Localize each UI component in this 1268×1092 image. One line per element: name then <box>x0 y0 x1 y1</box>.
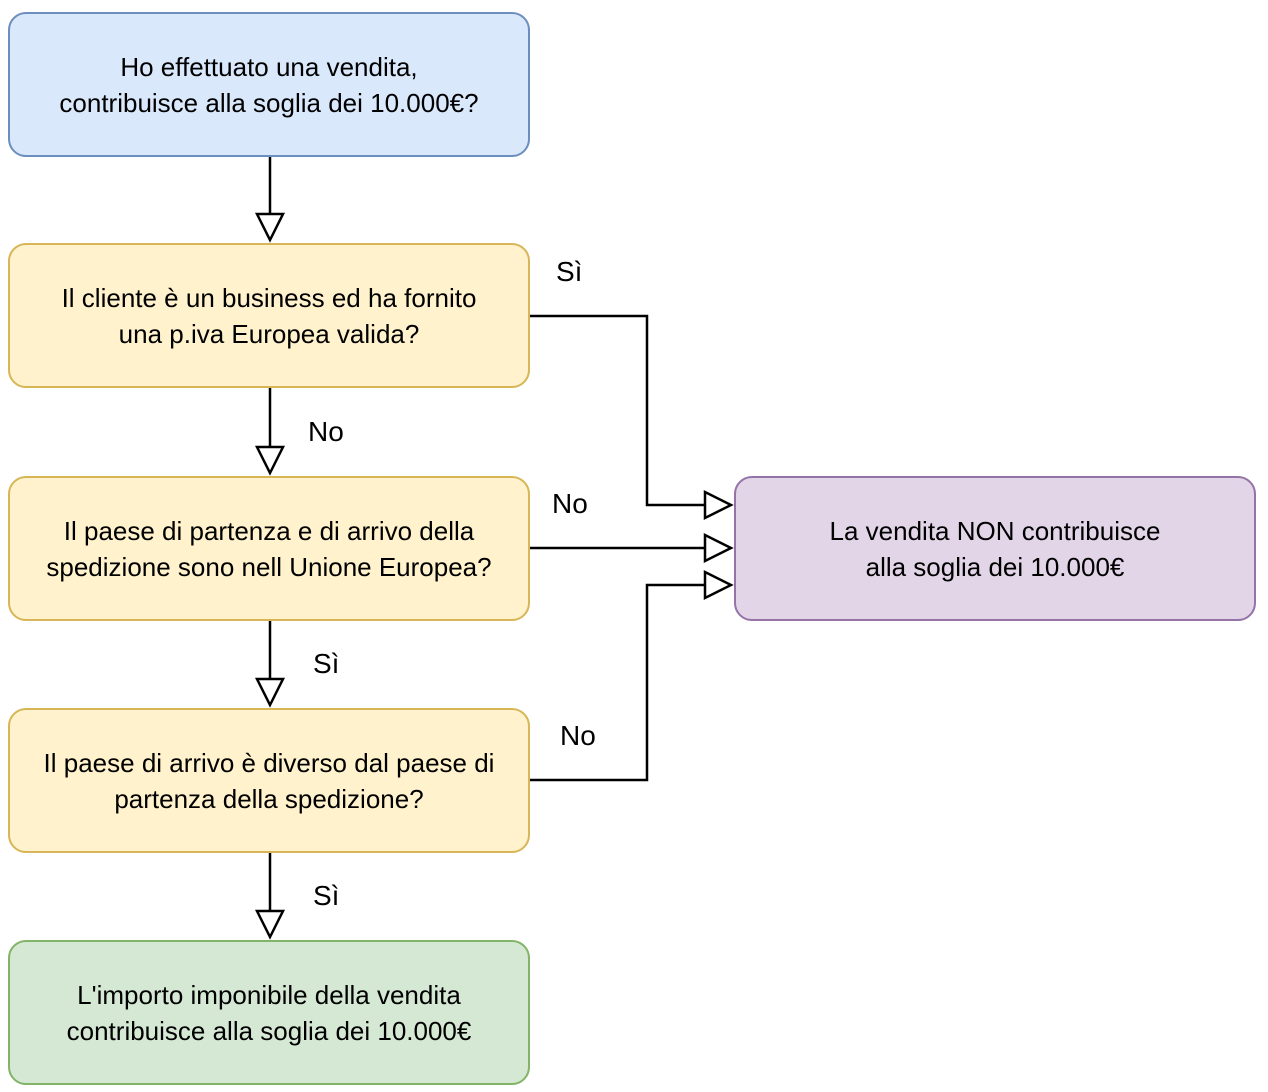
question-business-node: Il cliente è un business ed ha fornito u… <box>8 243 530 388</box>
arrowhead-open <box>703 489 734 521</box>
result-not-contributes-node: La vendita NON contribuisce alla soglia … <box>734 476 1256 621</box>
result-not-contributes-text: La vendita NON contribuisce alla soglia … <box>829 515 1161 582</box>
question-country-text: Il paese di arrivo è diverso dal paese d… <box>43 747 495 814</box>
arrowhead-open <box>703 532 734 564</box>
question-country-node: Il paese di arrivo è diverso dal paese d… <box>8 708 530 853</box>
start-node-text: Ho effettuato una vendita, contribuisce … <box>59 51 479 118</box>
edge-label-eu-yes: Sì <box>313 648 340 679</box>
question-eu-text: Il paese di partenza e di arrivo della s… <box>46 515 492 582</box>
edge-label-country-yes: Sì <box>313 880 340 911</box>
edge-label-business-no: No <box>308 416 344 447</box>
arrowhead-open <box>254 445 286 476</box>
arrowhead-open <box>254 677 286 708</box>
connector-business-to-not-contributes <box>530 314 705 507</box>
edge-label-business-yes: Sì <box>556 256 583 287</box>
edge-label-country-no: No <box>560 720 596 751</box>
arrowhead-open <box>703 569 734 601</box>
arrowhead-open <box>254 909 286 940</box>
start-node: Ho effettuato una vendita, contribuisce … <box>8 12 530 157</box>
question-business-text: Il cliente è un business ed ha fornito u… <box>61 282 477 349</box>
connector-country-to-not-contributes <box>530 583 705 782</box>
question-eu-node: Il paese di partenza e di arrivo della s… <box>8 476 530 621</box>
result-contributes-text: L'importo imponibile della vendita contr… <box>66 979 472 1046</box>
arrowhead-open <box>254 212 286 243</box>
edge-label-eu-no: No <box>552 488 588 519</box>
result-contributes-node: L'importo imponibile della vendita contr… <box>8 940 530 1085</box>
